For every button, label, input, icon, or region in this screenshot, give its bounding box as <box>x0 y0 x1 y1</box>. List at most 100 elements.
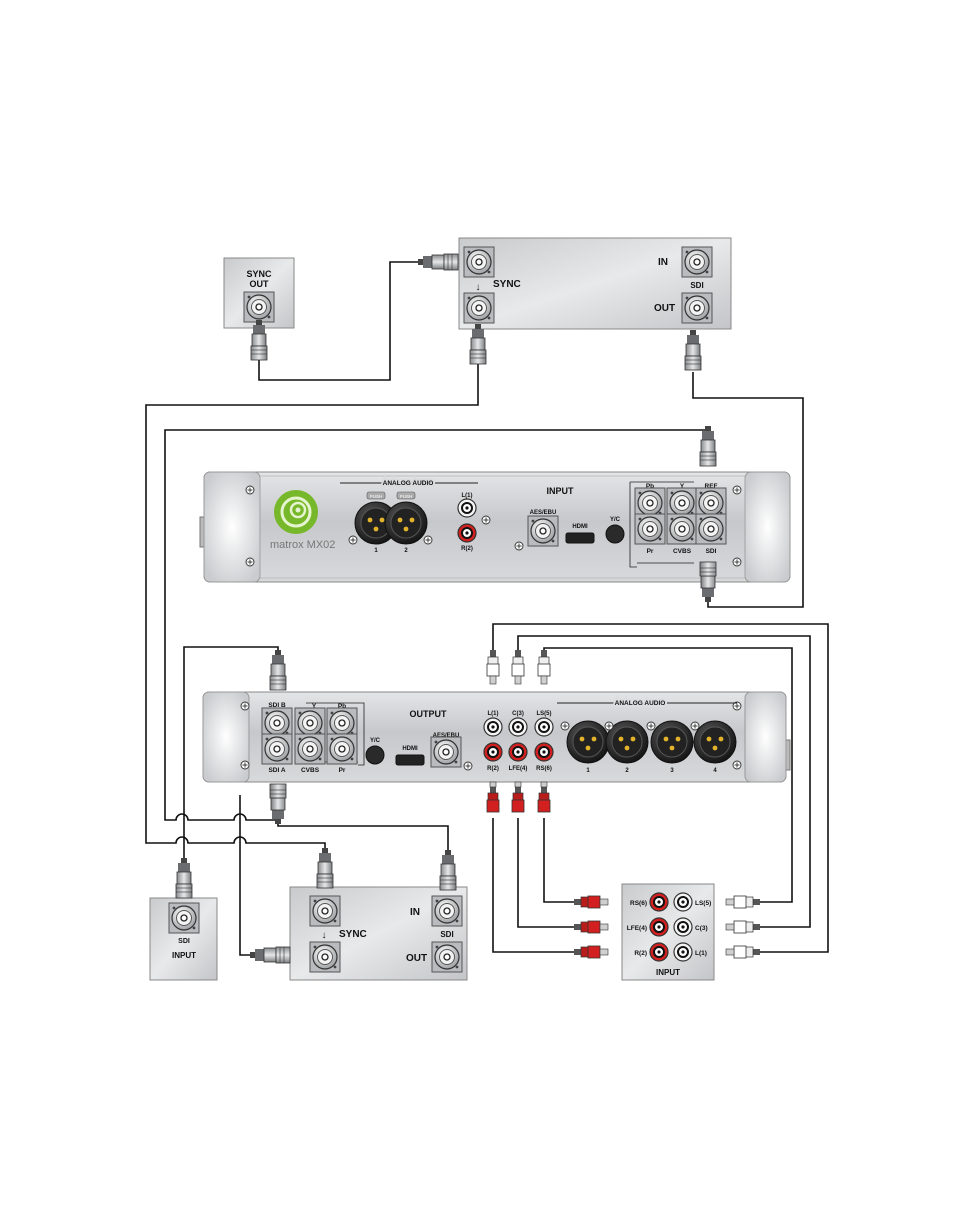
bnc-connector-icon[interactable] <box>327 734 357 764</box>
output-analog-audio-label: ANALOG AUDIO <box>615 700 666 707</box>
bnc-connector-icon[interactable] <box>431 737 461 767</box>
input-pr-label: Pr <box>647 548 654 555</box>
bnc-connector-icon[interactable] <box>244 292 274 322</box>
screw-icon <box>424 536 432 544</box>
output-sdi-a-label: SDI A <box>268 767 285 774</box>
bottom-deck-sync-label: SYNC <box>339 929 367 940</box>
rca-jack-icon[interactable] <box>484 718 502 736</box>
audio-l1-label: L(1) <box>695 950 707 957</box>
rca-jack-icon[interactable] <box>674 943 692 961</box>
bnc-connector-icon[interactable] <box>682 293 712 323</box>
bottom-deck-in-label: IN <box>410 907 420 918</box>
cable-rca-rs6 <box>544 818 575 902</box>
output-yc-label: Y/C <box>370 738 381 744</box>
input-hdmi-label: HDMI <box>572 524 588 530</box>
rca-jack-icon[interactable] <box>535 718 553 736</box>
input-analog-audio-label: ANALOG AUDIO <box>383 480 434 487</box>
screw-icon <box>464 762 472 770</box>
rca-jack-icon[interactable] <box>650 943 668 961</box>
svideo-port-icon[interactable] <box>366 746 384 764</box>
xlr-connector-icon[interactable] <box>651 721 693 763</box>
screw-icon <box>691 722 699 730</box>
input-panel-title: INPUT <box>547 486 575 496</box>
rca-jack-icon[interactable] <box>674 918 692 936</box>
rca-jack-icon[interactable] <box>458 524 476 542</box>
input-sdi-label: SDI <box>706 548 717 555</box>
output-hdmi-label: HDMI <box>402 746 418 752</box>
audio-rs6-label: RS(6) <box>630 900 647 907</box>
bnc-plug-icon <box>470 324 486 364</box>
input-r2-label: R(2) <box>461 546 473 552</box>
bnc-connector-icon[interactable] <box>682 247 712 277</box>
rca-jack-icon[interactable] <box>509 718 527 736</box>
bnc-plug-icon <box>317 848 333 888</box>
matrox-logo <box>274 490 318 534</box>
bnc-connector-icon[interactable] <box>432 896 462 926</box>
screw-icon <box>515 542 523 550</box>
rca-plug-icon <box>574 896 608 908</box>
rca-jack-icon[interactable] <box>458 499 476 517</box>
cable-rca-lfe4 <box>518 818 575 927</box>
svideo-port-icon[interactable] <box>606 525 624 543</box>
rca-jack-icon[interactable] <box>650 893 668 911</box>
arrow-down-icon: ↓ <box>476 282 481 293</box>
xlr-connector-icon[interactable] <box>385 502 427 544</box>
xlr-connector-icon[interactable] <box>567 721 609 763</box>
xlr-connector-icon[interactable] <box>694 721 736 763</box>
hdmi-port-icon[interactable] <box>566 533 594 543</box>
sdi-box-sdi-label: SDI <box>178 938 190 945</box>
output-r2-label: R(2) <box>487 766 499 772</box>
rca-jack-icon[interactable] <box>484 743 502 761</box>
audio-c3-label: C(3) <box>695 925 708 932</box>
cables <box>146 262 828 955</box>
rca-plug-icon <box>574 946 608 958</box>
rca-plug-icon <box>512 782 524 812</box>
bnc-plug-icon <box>700 426 716 466</box>
top-deck-sdi-label: SDI <box>690 281 703 290</box>
screw-icon <box>733 558 741 566</box>
bnc-connector-icon[interactable] <box>696 514 726 544</box>
arrow-down-icon: ↓ <box>322 930 327 941</box>
bnc-connector-icon[interactable] <box>310 896 340 926</box>
rca-jack-icon[interactable] <box>509 743 527 761</box>
bnc-connector-icon[interactable] <box>169 903 199 933</box>
screw-icon <box>561 722 569 730</box>
top-deck-in-label: IN <box>658 257 668 268</box>
audio-input-label: INPUT <box>656 968 680 977</box>
bnc-connector-icon[interactable] <box>295 734 325 764</box>
bnc-connector-icon[interactable] <box>432 942 462 972</box>
rca-jack-icon[interactable] <box>674 893 692 911</box>
bnc-plug-icon <box>270 784 286 824</box>
audio-r2-label: R(2) <box>634 950 647 957</box>
rca-jack-icon[interactable] <box>535 743 553 761</box>
bnc-plug-icon <box>251 320 267 360</box>
audio-ls5-label: LS(5) <box>695 900 711 907</box>
input-aes-ebu-label: AES/EBU <box>530 510 557 516</box>
bnc-connector-icon[interactable] <box>667 514 697 544</box>
input-cvbs-label: CVBS <box>673 548 692 555</box>
hdmi-port-icon[interactable] <box>396 755 424 765</box>
screw-icon <box>246 558 254 566</box>
bnc-connector-icon[interactable] <box>635 514 665 544</box>
bottom-deck-panel: ↓ SYNC IN SDI OUT <box>290 887 467 980</box>
bnc-connector-icon[interactable] <box>262 734 292 764</box>
sync-out-label-1: SYNC <box>246 269 272 279</box>
top-deck-panel: ↓ SYNC IN SDI OUT <box>459 238 731 329</box>
bnc-connector-icon[interactable] <box>528 516 558 546</box>
screw-icon <box>241 702 249 710</box>
audio-lfe4-label: LFE(4) <box>627 925 647 932</box>
bnc-connector-icon[interactable] <box>464 293 494 323</box>
output-lfe4-label: LFE(4) <box>509 766 528 772</box>
screw-icon <box>246 486 254 494</box>
rca-jack-icon[interactable] <box>650 918 668 936</box>
rca-plug-icon <box>512 650 524 684</box>
screw-icon <box>733 486 741 494</box>
cable-sdi-a-to-bottom <box>278 818 448 858</box>
bottom-deck-out-label: OUT <box>406 953 427 964</box>
bnc-connector-icon[interactable] <box>310 942 340 972</box>
bottom-deck-sdi-label: SDI <box>440 930 453 939</box>
push-label: PUSH <box>370 494 383 499</box>
screw-icon <box>647 722 655 730</box>
bnc-connector-icon[interactable] <box>464 247 494 277</box>
bnc-plug-icon <box>685 330 701 370</box>
